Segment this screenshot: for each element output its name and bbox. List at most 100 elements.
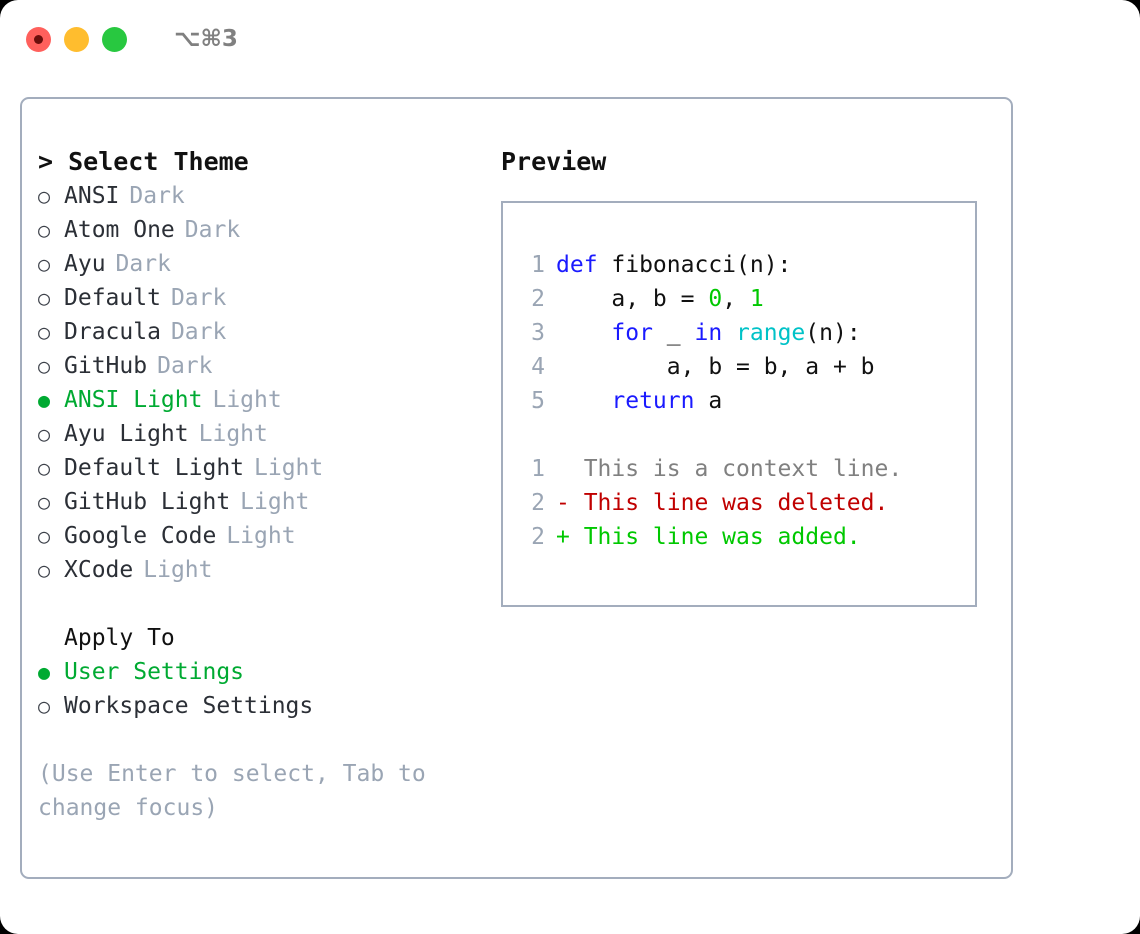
radio-unselected-icon: ○ <box>38 286 51 310</box>
theme-option-label: Ayu <box>64 251 106 277</box>
code-line-number: 3 <box>531 320 545 346</box>
theme-option-label: XCode <box>64 557 134 583</box>
theme-option-label: Default <box>64 285 161 311</box>
radio-unselected-icon: ○ <box>38 558 51 582</box>
theme-variant-tag: Light <box>212 387 282 413</box>
apply-to-option-list[interactable]: ● User Settings ○Workspace Settings <box>38 655 493 723</box>
theme-variant-tag: Dark <box>115 251 171 277</box>
code-token: 1 <box>749 286 764 312</box>
code-token: , <box>722 286 750 312</box>
minimize-button-icon[interactable] <box>64 26 89 52</box>
apply-to-option-1[interactable]: ○Workspace Settings <box>38 689 493 723</box>
code-line: 5 return a <box>515 384 969 418</box>
page-title: > Select Theme <box>38 147 249 176</box>
apply-to-heading: Apply To <box>64 625 175 651</box>
maximize-button-icon[interactable] <box>102 26 127 52</box>
diff-line-text: + This line was added. <box>556 524 861 550</box>
code-token: (n): <box>805 320 861 346</box>
diff-line-number: 2 <box>531 524 545 550</box>
theme-option-11[interactable]: ○ XCode Light <box>38 553 493 587</box>
code-token: range <box>736 320 806 346</box>
radio-selected-icon: ● <box>38 660 51 684</box>
theme-option-label: ANSI Light <box>64 387 203 413</box>
traffic-light-group <box>26 26 127 52</box>
theme-option-label: Default Light <box>64 455 245 481</box>
diff-line-text: - This line was deleted. <box>556 490 889 516</box>
radio-unselected-icon: ○ <box>38 320 51 344</box>
radio-unselected-icon: ○ <box>38 184 51 208</box>
theme-option-3[interactable]: ○ Default Dark <box>38 281 493 315</box>
diff-line-text: This is a context line. <box>556 456 903 482</box>
code-token: def <box>556 252 612 278</box>
code-token: _ <box>652 320 695 346</box>
radio-unselected-icon: ○ <box>38 456 51 480</box>
radio-unselected-icon: ○ <box>38 524 51 548</box>
diff-line: 2- This line was deleted. <box>515 486 969 520</box>
theme-option-label: Ayu Light <box>64 421 189 447</box>
theme-option-label: GitHub <box>64 353 148 379</box>
code-line-text: return a <box>556 384 722 418</box>
theme-variant-tag: Light <box>143 557 213 583</box>
radio-unselected-icon: ○ <box>38 354 51 378</box>
code-token: a <box>694 388 723 414</box>
code-line: 4 a, b = b, a + b <box>515 350 969 384</box>
code-line: 3 for _ in range(n): <box>515 316 969 350</box>
code-line-number: 4 <box>531 354 545 380</box>
code-line-text: for _ in range(n): <box>556 316 861 350</box>
code-token <box>722 320 736 346</box>
section-spacer <box>38 587 493 621</box>
theme-variant-tag: Light <box>198 421 268 447</box>
radio-unselected-icon: ○ <box>38 694 51 718</box>
code-line-number: 5 <box>531 388 545 414</box>
theme-variant-tag: Light <box>254 455 324 481</box>
code-token: a, b = b, a + b <box>556 354 875 380</box>
theme-option-label: Dracula <box>64 319 161 345</box>
theme-option-0[interactable]: ○ ANSI Dark <box>38 179 493 213</box>
code-line-number: 2 <box>531 286 545 312</box>
code-token: in <box>694 320 723 346</box>
diff-line: 1 This is a context line. <box>515 452 969 486</box>
keyboard-hint-text: (Use Enter to select, Tab to change focu… <box>38 761 440 821</box>
code-token: for <box>556 320 653 346</box>
theme-option-label: Atom One <box>64 217 175 243</box>
close-button-icon[interactable] <box>26 26 51 52</box>
diff-block: 1 This is a context line.2- This line wa… <box>515 452 969 554</box>
apply-to-option-0[interactable]: ● User Settings <box>38 655 493 689</box>
theme-option-label: Google Code <box>64 523 217 549</box>
theme-option-label: ANSI <box>64 183 120 209</box>
theme-variant-tag: Light <box>226 523 296 549</box>
code-token: fibonacci(n): <box>611 252 792 278</box>
code-line-text: a, b = b, a + b <box>556 350 875 384</box>
theme-variant-tag: Dark <box>184 217 241 243</box>
radio-unselected-icon: ○ <box>38 252 51 276</box>
code-line: 2 a, b = 0, 1 <box>515 282 969 316</box>
theme-option-10[interactable]: ○ Google Code Light <box>38 519 493 553</box>
theme-variant-tag: Dark <box>129 183 185 209</box>
code-line-number: 1 <box>531 252 545 278</box>
code-line-text: def fibonacci(n): <box>556 248 791 282</box>
code-token: a, b = <box>556 286 709 312</box>
code-line-text: a, b = 0, 1 <box>556 282 764 316</box>
diff-line-number: 1 <box>531 456 545 482</box>
code-token: return <box>556 388 695 414</box>
title-bar: ⌥⌘3 <box>0 0 1140 78</box>
apply-to-option-label: User Settings <box>64 659 245 685</box>
theme-variant-tag: Dark <box>170 285 227 311</box>
theme-option-8[interactable]: ○ Default Light Light <box>38 451 493 485</box>
theme-option-4[interactable]: ○ Dracula Dark <box>38 315 493 349</box>
theme-variant-tag: Dark <box>170 319 227 345</box>
theme-option-2[interactable]: ○ Ayu Dark <box>38 247 493 281</box>
